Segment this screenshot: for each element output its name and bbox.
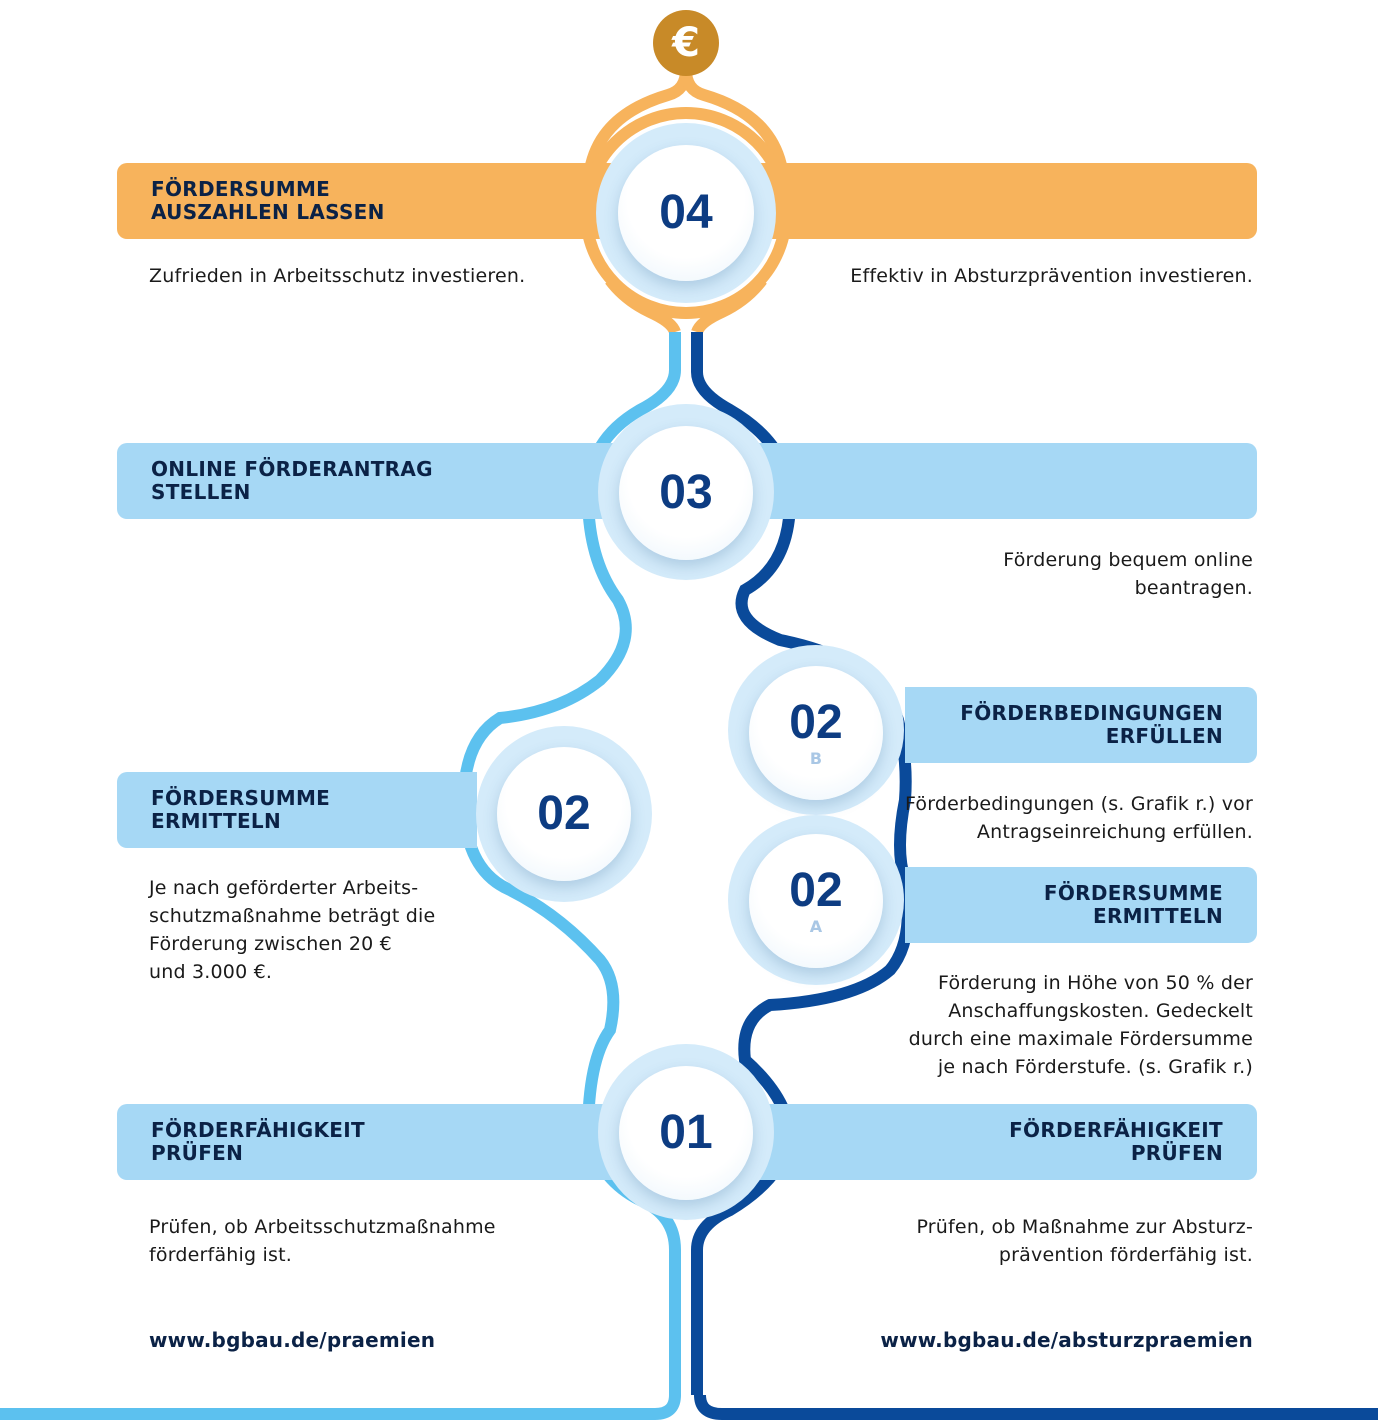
step4-circle: 04	[618, 145, 754, 281]
step2b-sub: B	[809, 749, 823, 768]
step2b-title: FÖRDERBEDINGUNGEN ERFÜLLEN	[960, 701, 1223, 748]
step4-left-desc: Zufrieden in Arbeitsschutz investieren.	[149, 265, 526, 287]
step2b-circle: 02 B	[749, 666, 883, 800]
step1-circle: 01	[619, 1066, 753, 1200]
step2a-desc: Förderung in Höhe von 50 % der Anschaffu…	[908, 972, 1253, 1078]
step3-bar-right	[758, 443, 1257, 519]
step4-bar-right	[758, 163, 1257, 239]
step3-title: ONLINE FÖRDERANTRAG STELLEN	[151, 457, 433, 504]
step4-right-desc: Effektiv in Absturzprävention investiere…	[850, 265, 1253, 287]
step2a-circle: 02 A	[749, 834, 883, 968]
step2a-bar: FÖRDERSUMME ERMITTELN	[905, 867, 1257, 943]
right-url-link[interactable]: www.bgbau.de/absturzpraemien	[880, 1328, 1253, 1352]
right-step1-bar: FÖRDERFÄHIGKEIT PRÜFEN	[758, 1104, 1257, 1180]
right-step1-title: FÖRDERFÄHIGKEIT PRÜFEN	[1009, 1118, 1223, 1165]
left-step1-desc: Prüfen, ob Arbeitsschutzmaßnahme förderf…	[149, 1216, 496, 1266]
orange-stem-r	[680, 62, 788, 172]
step3-number: 03	[659, 466, 713, 519]
right-baseline	[694, 1394, 1378, 1420]
left-baseline	[0, 1394, 681, 1420]
euro-symbol: €	[672, 20, 700, 66]
step2b-number: 02	[789, 696, 843, 749]
step2b-bar: FÖRDERBEDINGUNGEN ERFÜLLEN	[905, 687, 1257, 763]
step4-title: FÖRDERSUMME AUSZAHLEN LASSEN	[151, 177, 385, 224]
left-step2-desc: Je nach geförderter Arbeits- schutzmaßna…	[149, 877, 436, 983]
step3-right-desc: Förderung bequem online beantragen.	[1003, 549, 1253, 599]
orange-bottom-l	[605, 276, 681, 335]
left-step2-circle: 02	[497, 747, 631, 881]
orange-bottom-r	[691, 276, 767, 335]
step4-number: 04	[659, 186, 713, 239]
step2b-desc: Förderbedingungen (s. Grafik r.) vor Ant…	[904, 793, 1253, 843]
left-step2-bar: FÖRDERSUMME ERMITTELN	[117, 772, 477, 848]
step2a-sub: A	[809, 917, 823, 936]
step2a-number: 02	[789, 864, 843, 917]
step3-bar-left: ONLINE FÖRDERANTRAG STELLEN	[117, 443, 617, 519]
step1-number: 01	[659, 1106, 713, 1159]
step3-circle: 03	[619, 426, 753, 560]
euro-coin-icon: €	[653, 10, 719, 76]
left-step2-title: FÖRDERSUMME ERMITTELN	[151, 786, 331, 833]
left-step2-number: 02	[537, 787, 591, 840]
left-step1-title: FÖRDERFÄHIGKEIT PRÜFEN	[151, 1118, 365, 1165]
left-url-link[interactable]: www.bgbau.de/praemien	[149, 1328, 436, 1352]
right-step1-desc: Prüfen, ob Maßnahme zur Absturz- prävent…	[916, 1216, 1253, 1266]
step4-bar-left: FÖRDERSUMME AUSZAHLEN LASSEN	[117, 163, 617, 239]
left-step1-bar: FÖRDERFÄHIGKEIT PRÜFEN	[117, 1104, 617, 1180]
step2a-title: FÖRDERSUMME ERMITTELN	[1043, 881, 1223, 928]
